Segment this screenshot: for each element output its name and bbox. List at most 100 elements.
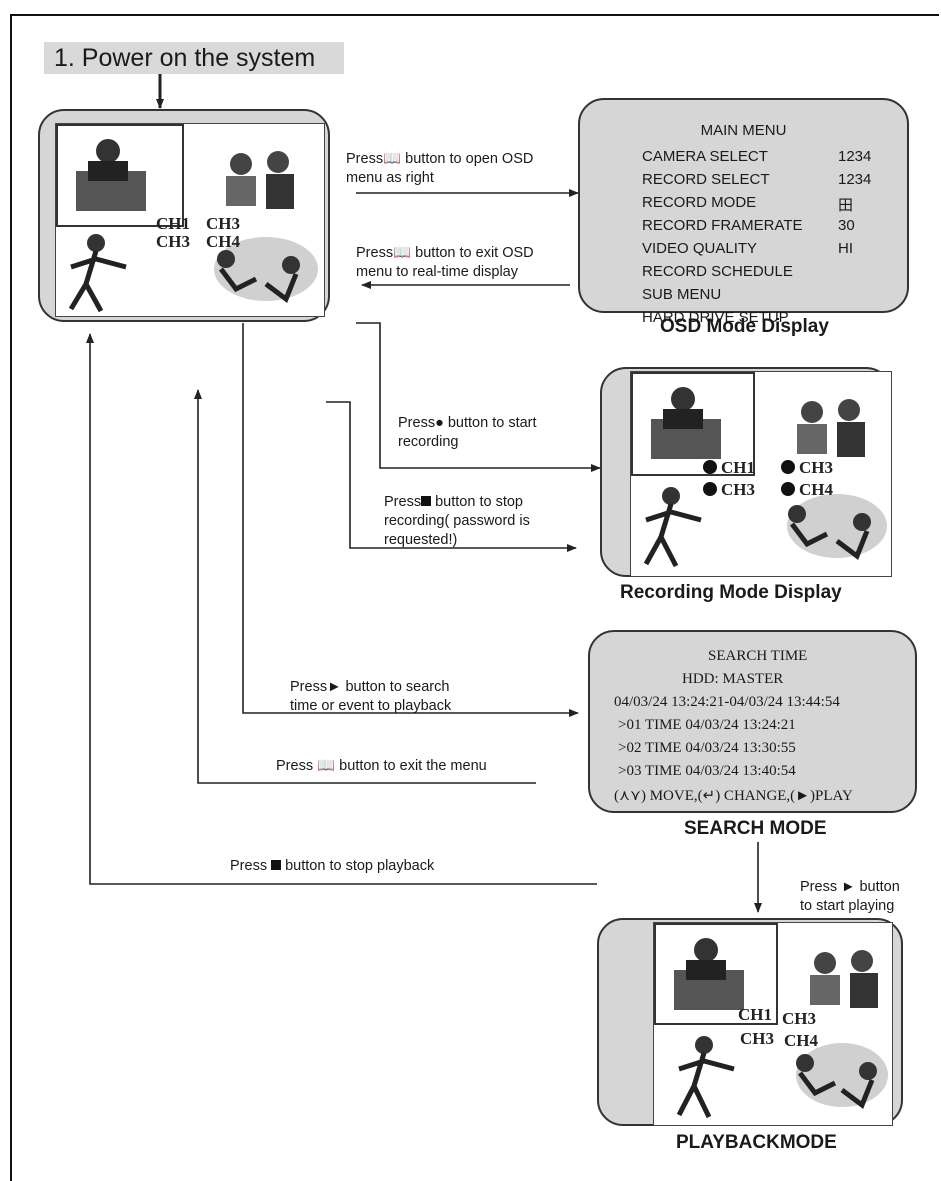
pb-cell-ch2 bbox=[780, 923, 894, 1025]
stop-rec-text-b: button to stop bbox=[431, 494, 523, 510]
rec-label-ch1: CH1 bbox=[703, 458, 755, 478]
exit-osd-text-a: Press bbox=[356, 245, 394, 261]
search-range: 04/03/24 13:24:21-04/03/24 13:44:54 bbox=[614, 694, 840, 710]
rec-ch4-text: CH4 bbox=[799, 480, 833, 499]
exit-osd-instruction: Press📖 button to exit OSD menu to real-t… bbox=[356, 244, 534, 282]
start-rec-instruction: Press● button to start recording bbox=[398, 414, 537, 452]
rec-label-ch4: CH4 bbox=[781, 480, 833, 500]
osd-menu-item[interactable]: RECORD SCHEDULE bbox=[642, 263, 793, 280]
meeting-illustration bbox=[226, 151, 294, 209]
osd-caption: OSD Mode Display bbox=[660, 316, 829, 337]
osd-menu-value: 1234 bbox=[838, 171, 872, 188]
search-entry-2[interactable]: >02 TIME 04/03/24 13:30:55 bbox=[618, 740, 796, 756]
pb-label-ch1: CH1 bbox=[738, 1005, 772, 1024]
runner-illustration bbox=[68, 234, 127, 313]
record-dot-icon bbox=[703, 482, 717, 496]
runner-illustration bbox=[643, 487, 702, 568]
osd-menu-item[interactable]: RECORD FRAMERATE bbox=[642, 217, 803, 234]
start-play-instruction: Press ► button to start playing bbox=[800, 878, 900, 916]
live-cell-ch3 bbox=[56, 229, 184, 318]
rec-ch1-text: CH1 bbox=[721, 458, 755, 477]
start-play-text-b: to start playing bbox=[800, 898, 895, 914]
start-play-text-a: Press ► button bbox=[800, 879, 900, 895]
live-label-ch3b: CH3 bbox=[156, 232, 190, 251]
pb-cell-ch1 bbox=[654, 923, 778, 1025]
stop-rec-text-d: requested!) bbox=[384, 532, 458, 548]
rec-cell-ch1 bbox=[631, 372, 755, 476]
start-rec-text-c: recording bbox=[398, 434, 459, 450]
live-label-ch4: CH4 bbox=[206, 232, 240, 251]
exit-menu-text-a: Press bbox=[276, 758, 318, 774]
search-menu-screen: SEARCH TIME HDD: MASTER 04/03/24 13:24:2… bbox=[588, 630, 917, 813]
exit-osd-text-c: menu to real-time display bbox=[356, 264, 518, 280]
record-dot-icon bbox=[703, 460, 717, 474]
pb-cell-ch4 bbox=[780, 1027, 894, 1127]
search-caption: SEARCH MODE bbox=[684, 818, 827, 839]
rec-quad-grid: CH1 CH3 CH3 CH4 bbox=[630, 371, 892, 577]
start-rec-text-b: button to start bbox=[443, 415, 537, 431]
exit-menu-instruction: Press 📖 button to exit the menu bbox=[276, 757, 487, 776]
rec-ch3-text: CH3 bbox=[799, 458, 833, 477]
handshake-illustration bbox=[796, 1043, 888, 1109]
page-frame bbox=[10, 14, 939, 1181]
seated-man-illustration bbox=[76, 139, 146, 211]
pb-label-ch3a: CH3 bbox=[782, 1009, 816, 1028]
osd-menu-item[interactable]: RECORD SELECT bbox=[642, 171, 770, 188]
runner-illustration bbox=[676, 1036, 735, 1119]
seated-man-illustration bbox=[674, 938, 744, 1010]
stop-playback-instruction: Press button to stop playback bbox=[230, 857, 434, 876]
live-label-ch3a: CH3 bbox=[206, 214, 240, 233]
stop-rec-arrow bbox=[326, 401, 577, 552]
osd-menu-item[interactable]: VIDEO QUALITY bbox=[642, 240, 758, 257]
stop-rec-text-c: recording( password is bbox=[384, 513, 530, 529]
stop-play-text-a: Press bbox=[230, 858, 272, 874]
menu-book-icon: 📖 bbox=[383, 151, 402, 167]
stop-rec-text-a: Press bbox=[384, 494, 422, 510]
seated-man-illustration bbox=[651, 387, 721, 459]
playback-quad-grid: CH1 CH3 CH3 CH4 bbox=[653, 922, 893, 1126]
record-dot-icon bbox=[781, 460, 795, 474]
pb-label-ch3b: CH3 bbox=[740, 1029, 774, 1048]
search-entry-1[interactable]: >01 TIME 04/03/24 13:24:21 bbox=[618, 717, 796, 733]
open-osd-text-b: button to open OSD bbox=[401, 151, 534, 167]
osd-menu-item[interactable]: RECORD MODE bbox=[642, 194, 757, 211]
exit-menu-arrow bbox=[194, 389, 536, 784]
play-triangle-icon: ► bbox=[327, 679, 342, 695]
osd-menu-item[interactable]: HARD DRIVE SETUP bbox=[642, 309, 789, 326]
stop-square-icon bbox=[421, 496, 432, 506]
search-help: (⋏⋎) MOVE,(↵) CHANGE,(►)PLAY bbox=[614, 788, 853, 804]
live-label-ch1: CH1 bbox=[156, 214, 190, 233]
playback-caption: PLAYBACKMODE bbox=[676, 1132, 837, 1153]
open-osd-instruction: Press📖 button to open OSD menu as right bbox=[346, 150, 533, 188]
search-text-c: time or event to playback bbox=[290, 698, 452, 714]
recording-display: CH1 CH3 CH3 CH4 bbox=[600, 367, 892, 577]
osd-menu-item[interactable]: SUB MENU bbox=[642, 286, 722, 303]
meeting-illustration bbox=[797, 399, 865, 457]
record-dot-icon: ● bbox=[435, 415, 444, 431]
search-text-a: Press bbox=[290, 679, 328, 695]
live-cell-ch1 bbox=[56, 124, 184, 227]
pb-label-ch4: CH4 bbox=[784, 1031, 818, 1050]
search-instruction: Press► button to search time or event to… bbox=[290, 678, 451, 716]
osd-menu-title: MAIN MENU bbox=[700, 122, 787, 139]
handshake-illustration bbox=[214, 237, 318, 303]
recording-caption: Recording Mode Display bbox=[620, 582, 842, 603]
search-entry-3[interactable]: >03 TIME 04/03/24 13:40:54 bbox=[618, 763, 796, 779]
rec-ch3b-text: CH3 bbox=[721, 480, 755, 499]
exit-osd-text-b: button to exit OSD bbox=[411, 245, 534, 261]
stop-square-icon bbox=[271, 860, 282, 870]
step-title: 1. Power on the system bbox=[44, 42, 344, 74]
live-cell-ch2 bbox=[186, 124, 324, 227]
search-text-b: button to search bbox=[341, 679, 450, 695]
rec-label-ch3b: CH3 bbox=[703, 480, 755, 500]
osd-menu-value: 30 bbox=[838, 217, 855, 234]
menu-book-icon: 📖 bbox=[317, 758, 336, 774]
rec-cell-ch2 bbox=[757, 372, 891, 476]
open-osd-text-c: menu as right bbox=[346, 170, 434, 186]
osd-menu-value: 田 bbox=[838, 197, 854, 214]
rec-label-ch3a: CH3 bbox=[781, 458, 833, 478]
rec-cell-ch3 bbox=[631, 478, 755, 576]
exit-menu-text-b: button to exit the menu bbox=[335, 758, 487, 774]
osd-menu-item[interactable]: CAMERA SELECT bbox=[642, 148, 768, 165]
